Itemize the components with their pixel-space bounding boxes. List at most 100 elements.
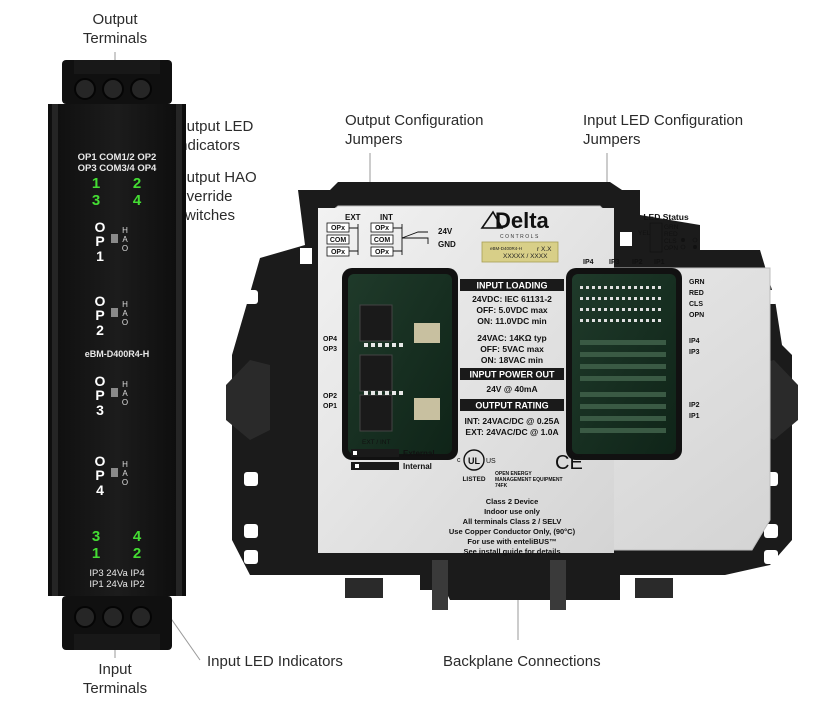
svg-text:US: US [486, 458, 496, 465]
svg-text:Class 2 Device: Class 2 Device [486, 497, 539, 506]
svg-text:4: 4 [96, 482, 104, 498]
output-pcb-window [342, 268, 458, 460]
svg-text:LISTED: LISTED [462, 476, 485, 483]
model-label: eBM-D400R4-H [85, 349, 150, 359]
override-switch-op4[interactable]: O P 4 H A O [95, 453, 129, 498]
terminal-screw [130, 78, 152, 100]
bottom-label-2: IP1 24Va IP2 [89, 579, 144, 590]
svg-text:P: P [95, 233, 104, 249]
right-side-labels: GRN RED CLS OPN IP4 IP3 IP2 IP1 [689, 279, 705, 420]
wiring-diagram: EXT INT OPx COM OPx OPx COM OPx 24V GND [326, 213, 456, 257]
input-led-3: 3 [92, 528, 100, 545]
svg-text:P: P [95, 387, 104, 403]
input-pcb-window [566, 268, 682, 460]
switch-slider [111, 468, 118, 477]
svg-text:GRN: GRN [689, 279, 705, 286]
front-module [48, 60, 186, 650]
svg-text:A: A [122, 235, 128, 244]
callout-output-hao-override: Output HAO Override Switches [175, 169, 257, 224]
terminal-screw [102, 606, 124, 628]
callout-input-terminals: Input Terminals [82, 661, 148, 697]
override-switch-op3[interactable]: O P 3 H A O [95, 373, 129, 418]
svg-text:2: 2 [96, 322, 104, 338]
svg-text:LED Status: LED Status [643, 212, 689, 222]
ext-int-legend: EXT / INT External Internal [351, 439, 435, 471]
svg-text:OPN: OPN [664, 245, 678, 252]
svg-text:MANAGEMENT EQUIPMENT: MANAGEMENT EQUIPMENT [495, 477, 563, 483]
terminal-screw [74, 78, 96, 100]
terminal-screw [130, 606, 152, 628]
svg-text:IP1: IP1 [689, 413, 700, 420]
svg-text:GND: GND [438, 240, 456, 249]
svg-text:H: H [122, 380, 128, 389]
backplane-connector [345, 578, 383, 598]
svg-text:24VAC: 14KΩ typ: 24VAC: 14KΩ typ [477, 333, 546, 343]
output-led-4: 4 [133, 192, 142, 209]
svg-text:O: O [95, 293, 106, 309]
svg-text:YEL: YEL [638, 230, 651, 237]
ce-mark: CE [555, 452, 583, 474]
svg-text:RED: RED [664, 231, 678, 238]
svg-text:OP2: OP2 [323, 393, 337, 400]
svg-text:IP2: IP2 [689, 402, 700, 409]
notice-text: Class 2 Device Indoor use only All termi… [449, 497, 576, 556]
svg-text:O: O [122, 478, 128, 487]
svg-text:74FK: 74FK [495, 483, 508, 489]
callout-output-config-jumpers: Output Configuration Jumpers [345, 112, 484, 148]
svg-text:OPx: OPx [331, 249, 345, 256]
svg-text:All terminals Class 2 / SELV: All terminals Class 2 / SELV [463, 517, 562, 526]
input-led-2: 2 [133, 545, 141, 562]
svg-text:XXXXX / XXXX: XXXXX / XXXX [503, 253, 548, 260]
svg-text:GRN: GRN [664, 224, 679, 231]
ip-header-3: IP3 [609, 259, 620, 266]
output-led-1: 1 [92, 175, 100, 192]
svg-text:INT: INT [380, 213, 393, 222]
svg-text:CLS: CLS [664, 238, 677, 245]
ip-header-1: IP1 [654, 259, 665, 266]
top-label-1: OP1 COM1/2 OP2 [78, 152, 157, 163]
svg-text:OP3: OP3 [323, 346, 337, 353]
svg-text:3: 3 [96, 402, 104, 418]
svg-text:eBM-D400R4-H: eBM-D400R4-H [490, 246, 522, 251]
svg-text:OFF: 5.0VDC max: OFF: 5.0VDC max [476, 305, 548, 315]
svg-text:A: A [122, 469, 128, 478]
override-switch-op1[interactable]: O P 1 H A O [95, 219, 129, 264]
svg-text:See install guide for details: See install guide for details [463, 547, 560, 556]
svg-text:P: P [95, 467, 104, 483]
ul-listed-mark: UL c US LISTED OPEN ENERGY MANAGEMENT EQ… [457, 449, 563, 489]
callout-output-led-indicators: Output LED Indicators [175, 118, 254, 154]
svg-text:External: External [403, 449, 435, 458]
svg-text:COM: COM [330, 237, 347, 244]
switch-slider [111, 234, 118, 243]
svg-text:OP1: OP1 [323, 403, 337, 410]
left-side-labels: OP4 OP3 OP2 OP1 [323, 336, 337, 410]
svg-text:CONTROLS: CONTROLS [500, 234, 540, 240]
svg-text:H: H [122, 460, 128, 469]
switch-slider [111, 388, 118, 397]
svg-text:OPx: OPx [375, 249, 389, 256]
backplane-connector [550, 560, 566, 610]
svg-text:P: P [95, 307, 104, 323]
svg-text:EXT: 24VAC/DC @ 1.0A: EXT: 24VAC/DC @ 1.0A [465, 427, 558, 437]
serial-sticker: eBM-D400R4-H XXXXX / XXXX r X.X [481, 241, 559, 263]
led-status-key: LED Status YEL GRN RED CLS OPN [638, 212, 698, 253]
svg-text:OFF: 5VAC max: OFF: 5VAC max [480, 344, 544, 354]
backplane-connector [635, 578, 673, 598]
svg-text:UL: UL [468, 456, 480, 466]
svg-text:A: A [122, 389, 128, 398]
override-switch-op2[interactable]: O P 2 H A O [95, 293, 129, 338]
bottom-label-1: IP3 24Va IP4 [89, 568, 144, 579]
backplane-connector [432, 560, 448, 610]
svg-text:c: c [457, 457, 461, 464]
output-led-2: 2 [133, 175, 141, 192]
svg-text:24V: 24V [438, 227, 453, 236]
callout-input-led-config-jumpers: Input LED Configuration Jumpers [583, 112, 744, 148]
callout-input-led-indicators: Input LED Indicators [207, 653, 343, 670]
svg-text:EXT / INT: EXT / INT [362, 439, 390, 446]
svg-text:Internal: Internal [403, 462, 432, 471]
svg-text:OPEN ENERGY: OPEN ENERGY [495, 471, 532, 477]
module-body [48, 104, 186, 596]
svg-text:24V @ 40mA: 24V @ 40mA [486, 384, 537, 394]
output-rating-title: OUTPUT RATING [475, 401, 548, 411]
